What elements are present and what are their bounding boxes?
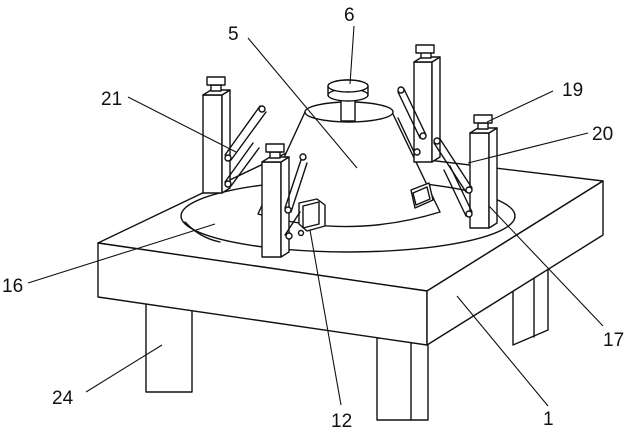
label-24: 24 [52,388,74,409]
label-5: 5 [228,24,239,45]
clamp-block-right [410,182,434,209]
leader-17 [488,205,604,327]
upright-left-back [202,76,267,194]
leader-24 [85,344,163,393]
leader-16 [27,223,216,284]
upright-front-left [261,143,308,258]
label-19: 19 [562,80,583,101]
leader-1 [456,295,549,407]
base-right-face [426,180,604,346]
leader-21 [127,96,237,153]
leader-6 [349,25,355,85]
leg-front-center [376,337,429,421]
upright-right-back [397,44,441,163]
leader-5 [247,37,358,169]
part-labels: 5 6 19 20 21 16 17 1 12 24 [2,5,624,432]
top-post [327,79,369,122]
clamp-block-front [297,198,326,237]
leader-20 [467,132,589,164]
label-16: 16 [2,276,23,297]
leader-12 [309,229,342,406]
label-1: 1 [543,409,554,430]
label-6: 6 [344,5,355,26]
label-20: 20 [592,124,613,145]
leg-back-left [145,299,193,393]
leader-19 [486,90,554,123]
label-21: 21 [101,89,122,110]
label-12: 12 [331,411,352,432]
upright-front-right [433,114,498,229]
leader-lines [27,25,604,407]
label-17: 17 [603,330,624,351]
